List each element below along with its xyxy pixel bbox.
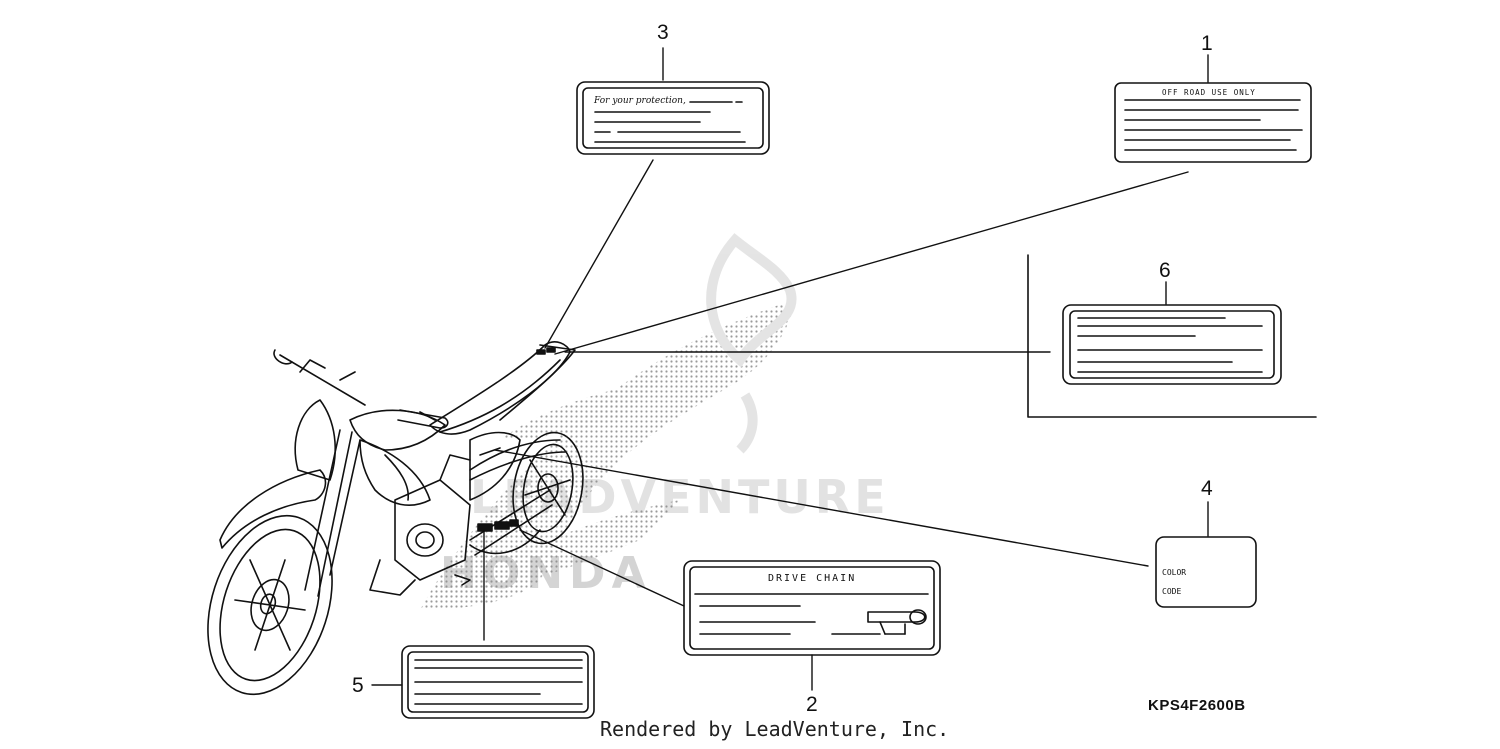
- label-2-heading: DRIVE CHAIN: [768, 573, 857, 584]
- callout-ticks: [371, 47, 1209, 691]
- leader-lines: [483, 159, 1189, 641]
- label-1-sticker: [1114, 82, 1312, 163]
- label6-bracket: [1027, 254, 1317, 418]
- part-code: KPS4F2600B: [1148, 697, 1246, 714]
- label-3-heading: For your protection,: [594, 96, 686, 106]
- watermark-logo: [420, 233, 797, 610]
- callout-5: 5: [352, 674, 364, 697]
- callout-4: 4: [1201, 477, 1213, 500]
- label-2-sticker: [683, 560, 941, 656]
- label-1-heading: OFF ROAD USE ONLY: [1162, 88, 1256, 97]
- bike-label-markers: [477, 347, 556, 532]
- callout-1: 1: [1201, 32, 1213, 55]
- label-4-color: COLOR: [1162, 568, 1187, 577]
- label-4-sticker: [1155, 536, 1257, 608]
- callout-3: 3: [657, 21, 669, 44]
- label-3-sticker: [576, 81, 770, 155]
- footer-credit: Rendered by LeadVenture, Inc.: [600, 717, 950, 741]
- callout-6: 6: [1159, 259, 1171, 282]
- callout-2: 2: [806, 693, 818, 716]
- label-6-sticker: [1062, 304, 1282, 385]
- motorcycle-drawing: [207, 341, 584, 696]
- label-4-code: CODE: [1162, 587, 1182, 596]
- label-5-sticker: [401, 645, 595, 719]
